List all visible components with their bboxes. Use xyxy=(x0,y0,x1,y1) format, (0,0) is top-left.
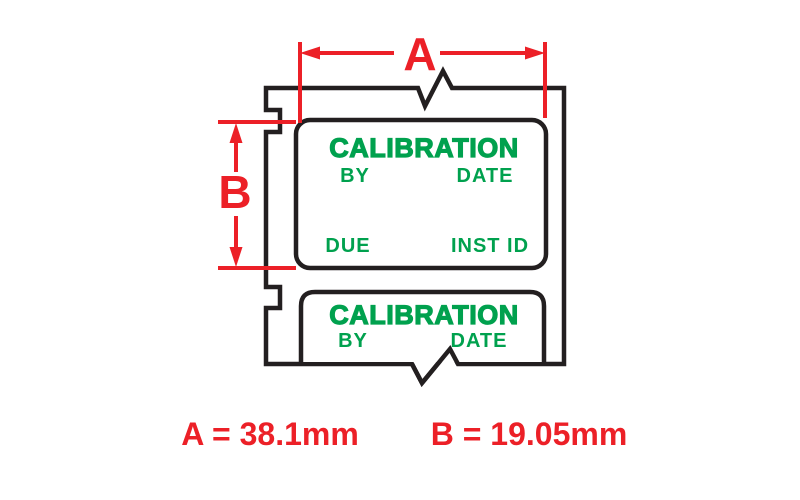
label-2-by: BY xyxy=(338,330,368,352)
label-2-text: CALIBRATION BY DATE xyxy=(329,299,519,352)
dimension-b-letter: B xyxy=(218,166,251,218)
label-1-date: DATE xyxy=(457,165,514,187)
label-1-outline xyxy=(293,117,549,271)
arrowhead-b-down xyxy=(229,247,243,267)
dimension-a: A xyxy=(298,28,547,123)
label-1-inst-id: INST ID xyxy=(451,235,529,257)
label-1-due: DUE xyxy=(325,235,370,257)
label-1-title: CALIBRATION xyxy=(329,133,518,163)
label-1-by: BY xyxy=(340,165,370,187)
dimension-a-letter: A xyxy=(403,28,436,80)
label-2-outline xyxy=(298,289,547,362)
bottom-break-line xyxy=(410,344,460,388)
arrowhead-a-left xyxy=(300,46,320,60)
label-2-date: DATE xyxy=(451,330,508,352)
dimension-a-value: A = 38.1mm xyxy=(181,416,359,452)
dimension-b: B xyxy=(218,120,296,270)
arrowhead-b-up xyxy=(229,123,243,143)
label-2-title: CALIBRATION xyxy=(329,300,518,330)
arrowhead-a-right xyxy=(525,46,545,60)
label-1-text: CALIBRATION BY DATE DUE INST ID xyxy=(325,132,529,257)
dimension-b-value: B = 19.05mm xyxy=(431,416,628,452)
